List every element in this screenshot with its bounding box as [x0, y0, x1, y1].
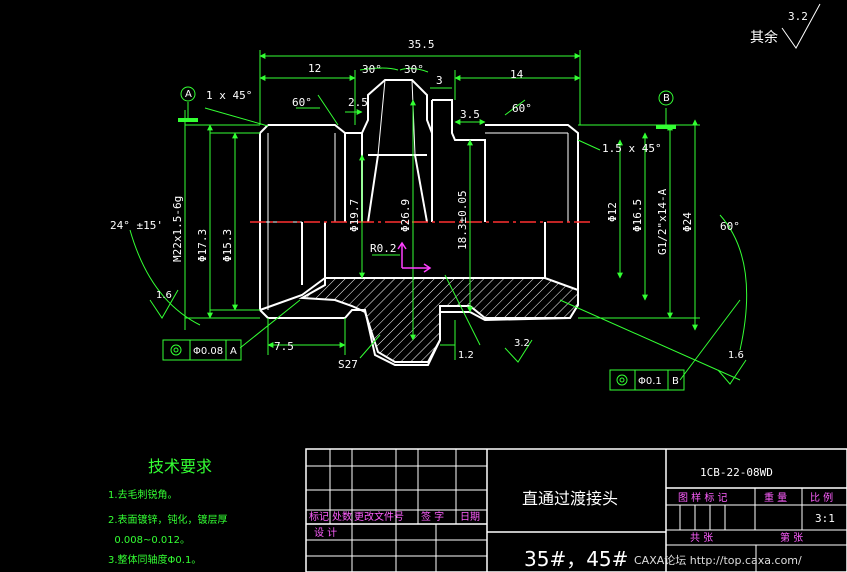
dim-width-3: 3	[436, 74, 443, 87]
dim-angle-24: 24° ±15'	[110, 219, 163, 232]
dim-dia-17-3: Φ17.3	[196, 229, 209, 262]
roughness-rest-label: 其余	[750, 29, 778, 46]
datum-b-label: B	[663, 93, 670, 104]
note-item-4: 3.整体同轴度Φ0.1。	[108, 553, 201, 566]
tb-scale-label: 比 例	[810, 491, 833, 504]
dim-angle-60-tol: 60°	[720, 220, 740, 233]
section-hatch	[298, 277, 579, 363]
datum-b-symbol	[656, 90, 676, 129]
tb-header-sign: 签 字	[421, 510, 444, 523]
dim-dia-19-7: Φ19.7	[348, 199, 361, 232]
tol-right-datum: B	[672, 376, 679, 387]
dim-hex: S27	[338, 358, 358, 371]
tol-left-value: Φ0.08	[193, 346, 223, 357]
dim-chamfer-right: 1.5 x 45°	[602, 142, 662, 155]
tb-scale-value: 3:1	[815, 512, 835, 525]
note-item-2: 2.表面镀锌，钝化，镀层厚	[108, 513, 228, 526]
tb-weight-label: 重 量	[764, 491, 787, 504]
tb-stage-label: 图 样 标 记	[678, 491, 728, 504]
roughness-rest-value: 3.2	[788, 10, 808, 23]
tb-header-mark: 标记	[309, 511, 329, 523]
dimension-texts: 35.5 12 14 30° 30° 3 1 x 45° 60° 2.5 3.5…	[110, 38, 744, 387]
tol-left-datum: A	[230, 346, 237, 357]
dim-groove-2-5: 2.5	[348, 96, 368, 109]
dim-dia-16-5: Φ16.5	[631, 199, 644, 232]
dim-angle-30-left: 30°	[362, 63, 382, 76]
tb-total-sheets: 共 张	[690, 532, 713, 544]
dim-overall-length: 35.5	[408, 38, 435, 51]
tb-header-count: 处数	[332, 510, 352, 523]
dim-len-18-3: 18.3±0.05	[456, 190, 469, 250]
tb-part-name: 直通过渡接头	[522, 489, 618, 508]
datum-a-label: A	[185, 89, 192, 100]
tb-material: 35#，45#	[524, 547, 628, 571]
dim-angle-60-right: 60°	[512, 102, 532, 115]
roughness-symbols	[149, 289, 747, 385]
dim-dia-15-3: Φ15.3	[221, 229, 234, 262]
note-item-1: 1.去毛刺锐角。	[108, 488, 178, 501]
dim-left-length: 12	[308, 62, 321, 75]
tb-sheet-no: 第 张	[780, 531, 803, 544]
dim-dia-24: Φ24	[681, 212, 694, 232]
tb-drawing-no: 1CB-22-08WD	[700, 466, 773, 479]
note-item-3: 0.008~0.012。	[108, 535, 190, 546]
dim-right-length: 14	[510, 68, 524, 81]
dim-chamfer-left: 1 x 45°	[206, 89, 252, 102]
watermark-text: CAXA论坛 http://top.caxa.com/	[634, 553, 802, 567]
dim-radius: R0.2	[370, 242, 397, 255]
dim-rough-right: 1.6	[728, 350, 744, 361]
dim-width-3-5: 3.5	[460, 108, 480, 121]
dim-len-7-5: 7.5	[274, 340, 294, 353]
tb-header-date: 日期	[460, 511, 480, 523]
dim-angle-30-right: 30°	[404, 63, 424, 76]
dim-rough-3-2: 3.2	[514, 338, 530, 349]
dim-thread-left: M22x1.5-6g	[171, 196, 184, 262]
dim-rough-1-6: 1.6	[156, 290, 172, 301]
datum-a-symbol	[178, 86, 198, 122]
tolerance-frame-right	[609, 369, 685, 391]
dim-dia-12: Φ12	[606, 202, 619, 222]
ucs-axis-icon	[397, 241, 432, 273]
dim-angle-60-left: 60°	[292, 96, 312, 109]
dim-thread-right: G1/2"x14-A	[656, 188, 669, 255]
dimension-lines	[129, 50, 748, 381]
notes-title: 技术要求	[148, 457, 212, 476]
title-block-grid	[305, 448, 847, 572]
tolerance-frame-left	[162, 339, 242, 361]
tol-right-value: Φ0.1	[638, 376, 662, 387]
roughness-rest-symbol	[781, 3, 821, 49]
dim-len-1-2: 1.2	[458, 350, 474, 361]
dim-dia-26-9: Φ26.9	[399, 199, 412, 232]
tb-design: 设 计	[314, 526, 337, 539]
tb-header-change: 更改文件号	[354, 510, 404, 523]
